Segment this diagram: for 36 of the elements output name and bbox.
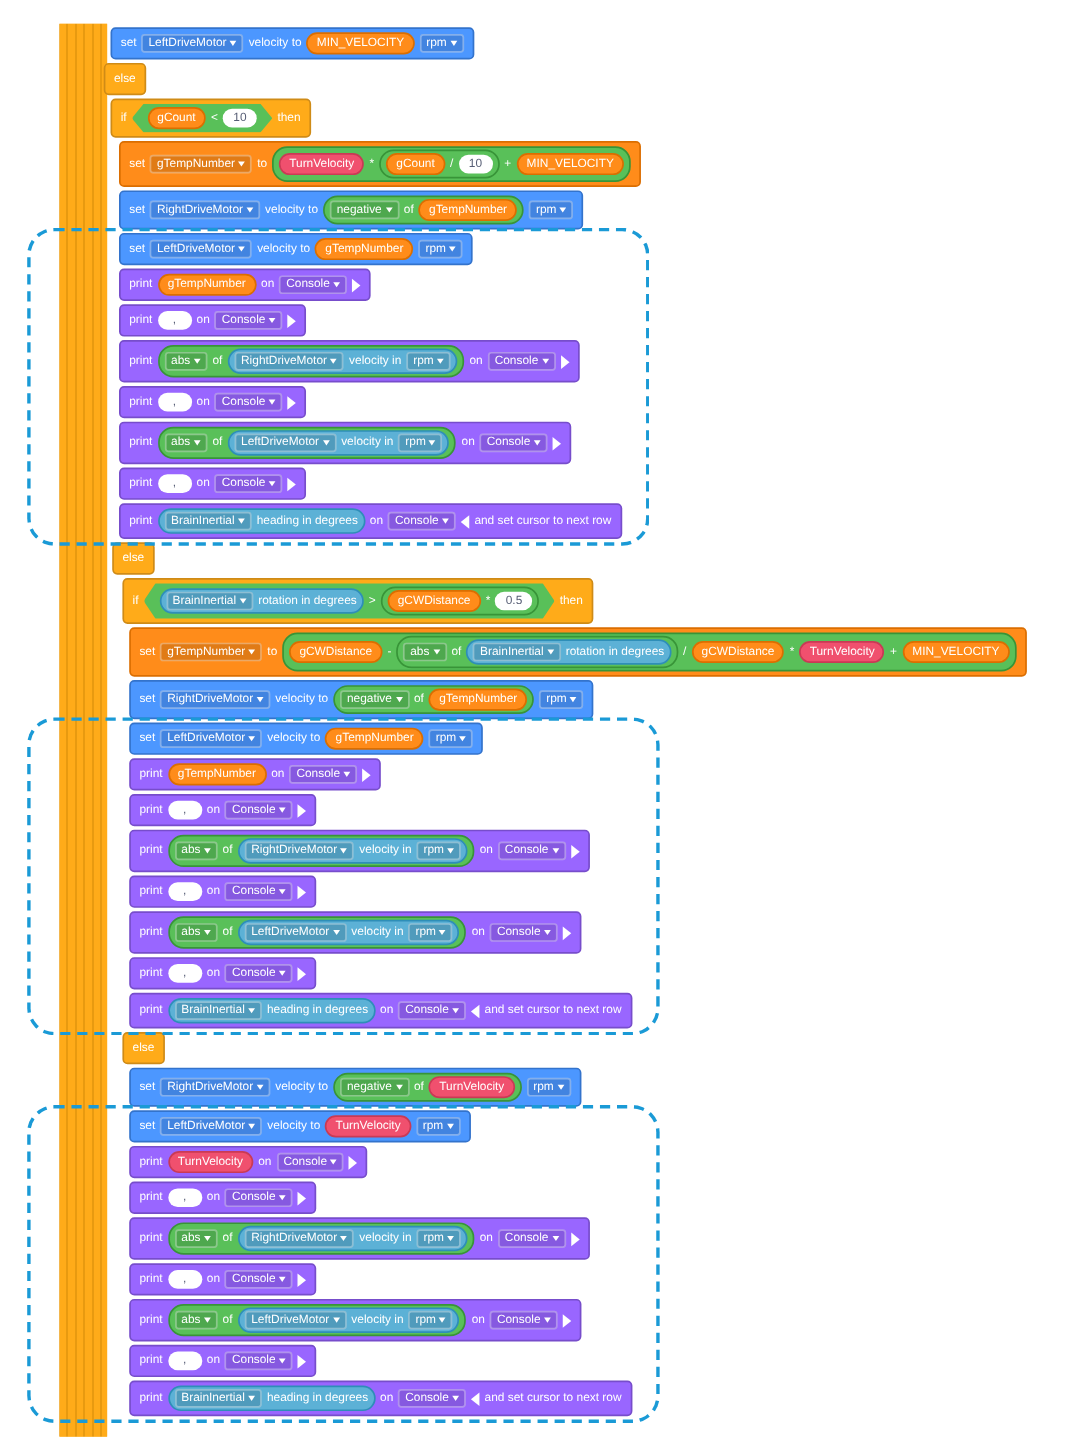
print-block xyxy=(119,421,572,465)
print-block xyxy=(119,467,307,500)
print-block xyxy=(129,1145,368,1179)
print-block xyxy=(129,1380,632,1417)
print-block xyxy=(119,304,307,337)
motor-velocity-block xyxy=(129,1067,581,1107)
control-block xyxy=(122,1031,165,1065)
set-variable-block xyxy=(129,627,1027,677)
print-block xyxy=(119,503,622,539)
set-variable-block xyxy=(119,141,642,187)
print-block xyxy=(129,992,632,1029)
print-block xyxy=(129,957,317,990)
control-block xyxy=(112,542,155,575)
motor-velocity-block xyxy=(129,1110,471,1143)
control-block xyxy=(110,98,311,138)
c-block-stack xyxy=(59,23,108,1437)
print-block xyxy=(119,340,580,383)
control-block xyxy=(122,578,594,624)
print-block xyxy=(129,1298,582,1342)
print-block xyxy=(129,1263,317,1296)
print-block xyxy=(119,385,307,419)
print-block xyxy=(129,758,381,791)
print-block xyxy=(129,1181,317,1214)
control-block xyxy=(103,62,146,96)
motor-velocity-block xyxy=(129,680,594,720)
print-block xyxy=(129,793,317,827)
motor-velocity-block xyxy=(119,232,474,266)
print-block xyxy=(129,829,590,873)
motor-velocity-block xyxy=(129,722,484,755)
print-block xyxy=(129,1217,590,1260)
motor-velocity-block xyxy=(110,27,474,60)
motor-velocity-block xyxy=(119,190,584,230)
print-block xyxy=(129,1344,317,1378)
print-block xyxy=(129,911,582,954)
print-block xyxy=(119,268,371,301)
print-block xyxy=(129,875,317,908)
